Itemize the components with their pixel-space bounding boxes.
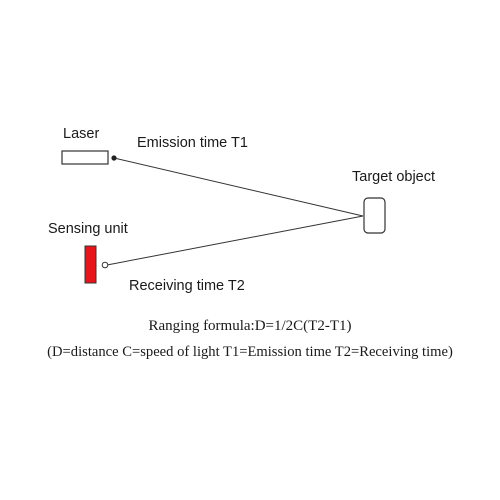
return-ray (106, 215, 364, 266)
formula-legend: (D=distance C=speed of light T1=Emission… (47, 344, 453, 360)
target-object (363, 197, 386, 234)
laser-label: Laser (63, 126, 100, 142)
laser-emitter (61, 150, 109, 165)
ranging-formula: Ranging formula:D=1/2C(T2-T1) (148, 318, 352, 334)
receiving-time-label: Receiving time T2 (129, 278, 245, 294)
emission-point (111, 155, 117, 161)
receiving-point (101, 261, 109, 269)
emission-ray (113, 157, 364, 217)
emission-time-label: Emission time T1 (137, 135, 248, 151)
sensing-unit (84, 245, 97, 284)
sensing-unit-label: Sensing unit (48, 221, 128, 237)
target-object-label: Target object (352, 169, 436, 185)
